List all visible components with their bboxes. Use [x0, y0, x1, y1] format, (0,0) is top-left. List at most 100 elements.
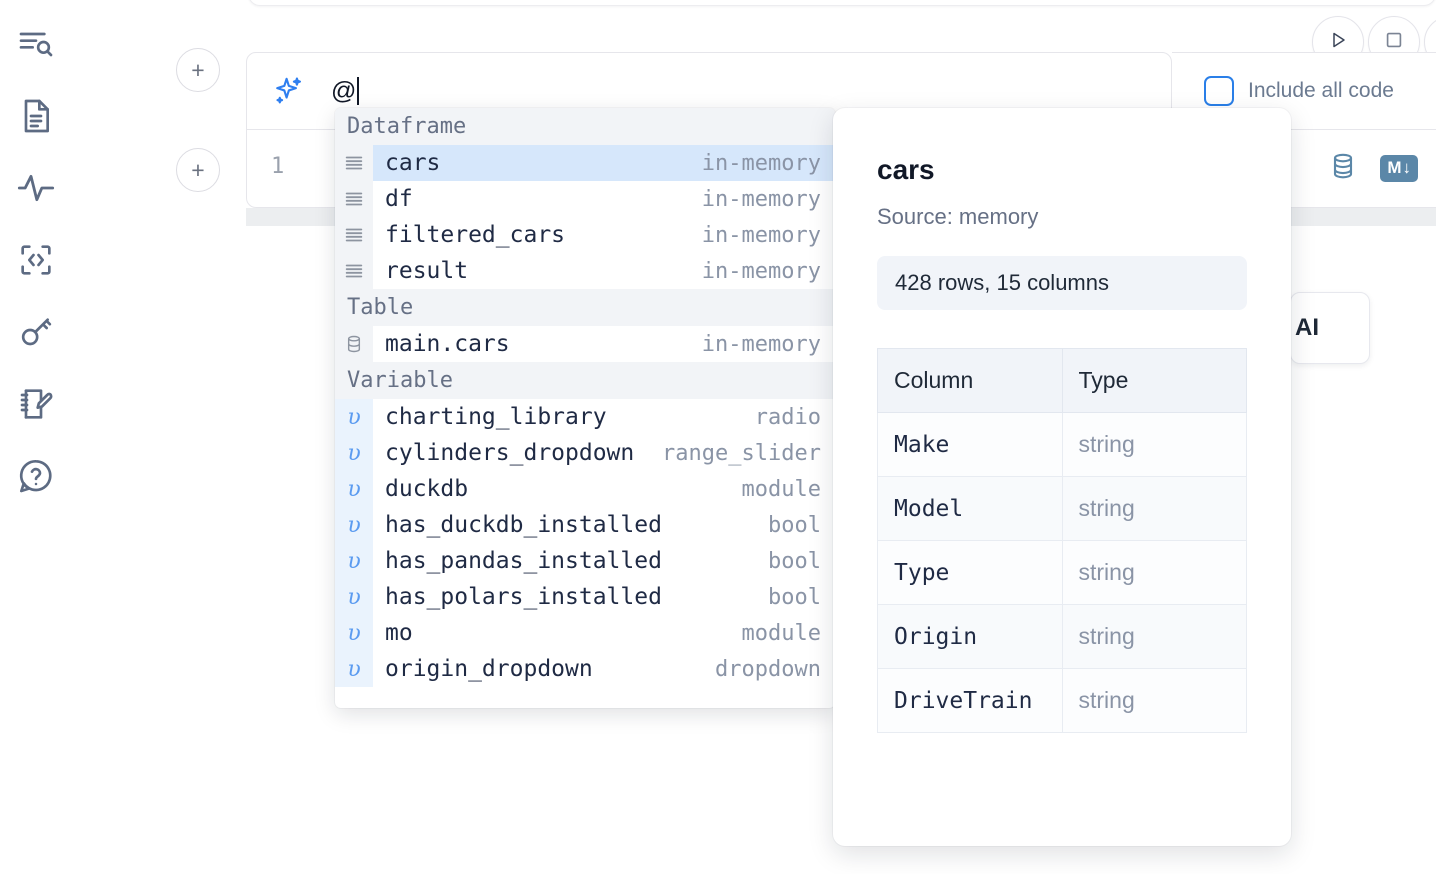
add-cell-button-bottom[interactable]: +: [176, 148, 220, 192]
include-all-code-label: Include all code: [1248, 79, 1394, 102]
completion-item[interactable]: result in-memory: [335, 253, 835, 289]
sparkle-icon: [271, 74, 305, 108]
database-icon[interactable]: [1328, 151, 1358, 186]
schema-column-type: string: [1061, 476, 1247, 541]
completion-item-meta: in-memory: [701, 331, 821, 357]
markdown-badge-arrow: ↓: [1402, 158, 1412, 177]
dataframe-icon: [335, 253, 373, 289]
schema-column-name: Origin: [877, 604, 1063, 669]
completion-item-name: origin_dropdown: [385, 656, 593, 682]
completion-item-meta: in-memory: [701, 258, 821, 284]
dataframe-icon: [335, 145, 373, 181]
include-all-code-checkbox[interactable]: [1204, 76, 1234, 106]
add-cell-button-top[interactable]: +: [176, 48, 220, 92]
schema-column-type: string: [1061, 604, 1247, 669]
line-number: 1: [271, 154, 285, 179]
completion-item[interactable]: filtered_cars in-memory: [335, 217, 835, 253]
variable-icon: υ: [335, 399, 373, 435]
completion-item-content: has_pandas_installed bool: [373, 543, 835, 579]
file-icon-button[interactable]: [8, 88, 64, 144]
completion-item-name: duckdb: [385, 476, 469, 502]
dataframe-icon: [335, 181, 373, 217]
key-icon: [16, 312, 56, 352]
completion-item-meta: in-memory: [701, 150, 821, 176]
key-icon-button[interactable]: [8, 304, 64, 360]
code-snippet-icon-button[interactable]: [8, 232, 64, 288]
ai-suggestion-card[interactable]: AI: [1290, 292, 1370, 364]
dataframe-icon: [335, 217, 373, 253]
completion-item-meta: in-memory: [701, 222, 821, 248]
help-icon-button[interactable]: [8, 448, 64, 504]
completion-item-name: filtered_cars: [385, 222, 566, 248]
detail-source: Source: memory: [877, 204, 1039, 229]
help-icon: [16, 456, 56, 496]
completion-item-meta: module: [741, 620, 821, 646]
play-icon: [1326, 28, 1350, 57]
schema-column-type: string: [1061, 540, 1247, 605]
database-icon: [335, 326, 373, 362]
markdown-badge[interactable]: M ↓: [1380, 155, 1418, 182]
completion-item-meta: module: [741, 476, 821, 502]
schema-header-cell: Column: [877, 348, 1063, 413]
completion-group-header: Dataframe: [335, 108, 835, 145]
completion-item-meta: dropdown: [715, 656, 821, 682]
completion-item[interactable]: cars in-memory: [335, 145, 835, 181]
completion-item-name: main.cars: [385, 331, 510, 357]
explore-outline-icon-button[interactable]: [8, 16, 64, 72]
activity-icon: [16, 168, 56, 208]
schema-column-type: string: [1061, 668, 1247, 733]
dataframe-detail-panel: cars Source: memory 428 rows, 15 columns…: [833, 108, 1291, 846]
schema-column-name: DriveTrain: [877, 668, 1063, 733]
completion-item-content: has_duckdb_installed bool: [373, 507, 835, 543]
ai-prompt-options: Include all code: [1172, 52, 1436, 130]
scratchpad-icon-button[interactable]: [8, 376, 64, 432]
completion-item-name: cars: [385, 150, 441, 176]
variable-icon: υ: [335, 435, 373, 471]
schema-column-name: Model: [877, 476, 1063, 541]
completion-item-name: result: [385, 258, 469, 284]
completion-item-content: filtered_cars in-memory: [373, 217, 835, 253]
completion-item-name: has_duckdb_installed: [385, 512, 662, 538]
completion-item-meta: bool: [768, 548, 821, 574]
code-snippet-icon: [16, 240, 56, 280]
completion-item-meta: bool: [768, 584, 821, 610]
file-icon: [16, 96, 56, 136]
completion-group-header: Variable: [335, 362, 835, 399]
completion-item-name: has_pandas_installed: [385, 548, 662, 574]
completion-item[interactable]: main.cars in-memory: [335, 326, 835, 362]
scratchpad-icon: [16, 384, 56, 424]
completion-item-content: result in-memory: [373, 253, 835, 289]
completion-group-header: Table: [335, 289, 835, 326]
markdown-badge-letter: M: [1387, 158, 1402, 177]
completion-item-name: cylinders_dropdown: [385, 440, 635, 466]
detail-title: cars: [877, 154, 935, 185]
completion-item-meta: bool: [768, 512, 821, 538]
completion-item-content: main.cars in-memory: [373, 326, 835, 362]
schema-column-name: Type: [877, 540, 1063, 605]
ai-prompt-input[interactable]: @: [331, 76, 360, 106]
activity-icon-button[interactable]: [8, 160, 64, 216]
schema-header-cell: Type: [1061, 348, 1247, 413]
variable-icon: υ: [335, 615, 373, 651]
